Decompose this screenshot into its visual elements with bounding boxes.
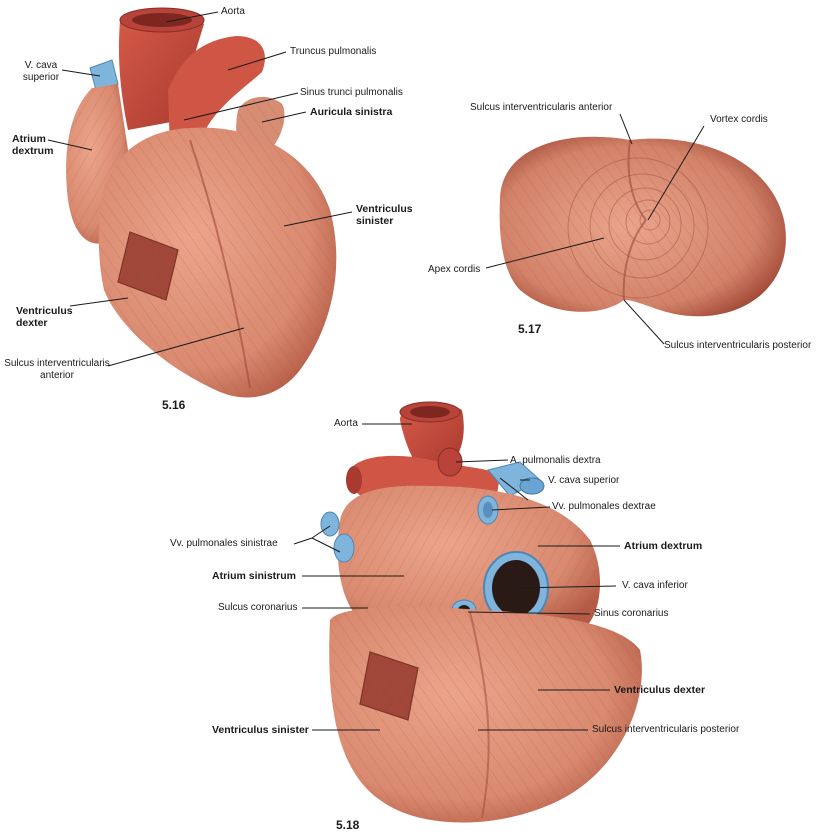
label-v-cava-inferior: V. cava inferior (622, 580, 688, 591)
label-vv-pulmonales-sinistrae: Vv. pulmonales sinistrae (170, 538, 278, 549)
figure-number-517: 5.17 (518, 322, 542, 336)
label-sulcus-interventricularis-anterior-516: Sulcus interventricularis anterior (4, 358, 110, 381)
figure-number-518: 5.18 (336, 818, 360, 832)
label-v-cava-superior-518: V. cava superior (548, 475, 620, 486)
label-a-pulmonalis-dextra: A. pulmonalis dextra (510, 455, 601, 466)
label-aorta-516: Aorta (221, 6, 245, 17)
label-v-cava-superior-516: V. cava superior (22, 60, 60, 83)
label-vv-pulmonales-dextrae: Vv. pulmonales dextrae (552, 501, 656, 512)
label-sinus-trunci-pulmonalis: Sinus trunci pulmonalis (300, 87, 403, 98)
figure-number-516: 5.16 (162, 398, 186, 412)
label-ventriculus-sinister-518: Ventriculus sinister (212, 724, 309, 736)
label-apex-cordis: Apex cordis (428, 264, 481, 275)
label-auricula-sinistra: Auricula sinistra (310, 106, 393, 118)
label-ventriculus-sinister-516: Ventriculus sinister (356, 203, 413, 227)
label-atrium-dextrum-518: Atrium dextrum (624, 540, 703, 552)
label-sulcus-interventricularis-posterior-517: Sulcus interventricularis posterior (664, 340, 812, 351)
label-sulcus-interventricularis-anterior-517: Sulcus interventricularis anterior (470, 102, 613, 113)
label-sinus-coronarius: Sinus coronarius (594, 608, 669, 619)
label-atrium-sinistrum: Atrium sinistrum (212, 570, 297, 582)
label-aorta-518: Aorta (334, 418, 358, 429)
label-sulcus-coronarius: Sulcus coronarius (218, 602, 298, 613)
label-truncus-pulmonalis: Truncus pulmonalis (290, 46, 377, 57)
heart-posterior-view (320, 401, 642, 823)
label-ventriculus-dexter-518: Ventriculus dexter (614, 684, 706, 696)
label-vortex-cordis: Vortex cordis (710, 114, 768, 125)
heart-anterior-view (66, 7, 337, 398)
label-atrium-dextrum-516: Atrium dextrum (12, 133, 54, 157)
label-ventriculus-dexter-516: Ventriculus dexter (16, 305, 73, 329)
heart-apex-view (499, 136, 786, 317)
label-sulcus-interventricularis-posterior-518: Sulcus interventricularis posterior (592, 724, 740, 735)
leader-lines (47, 11, 705, 731)
